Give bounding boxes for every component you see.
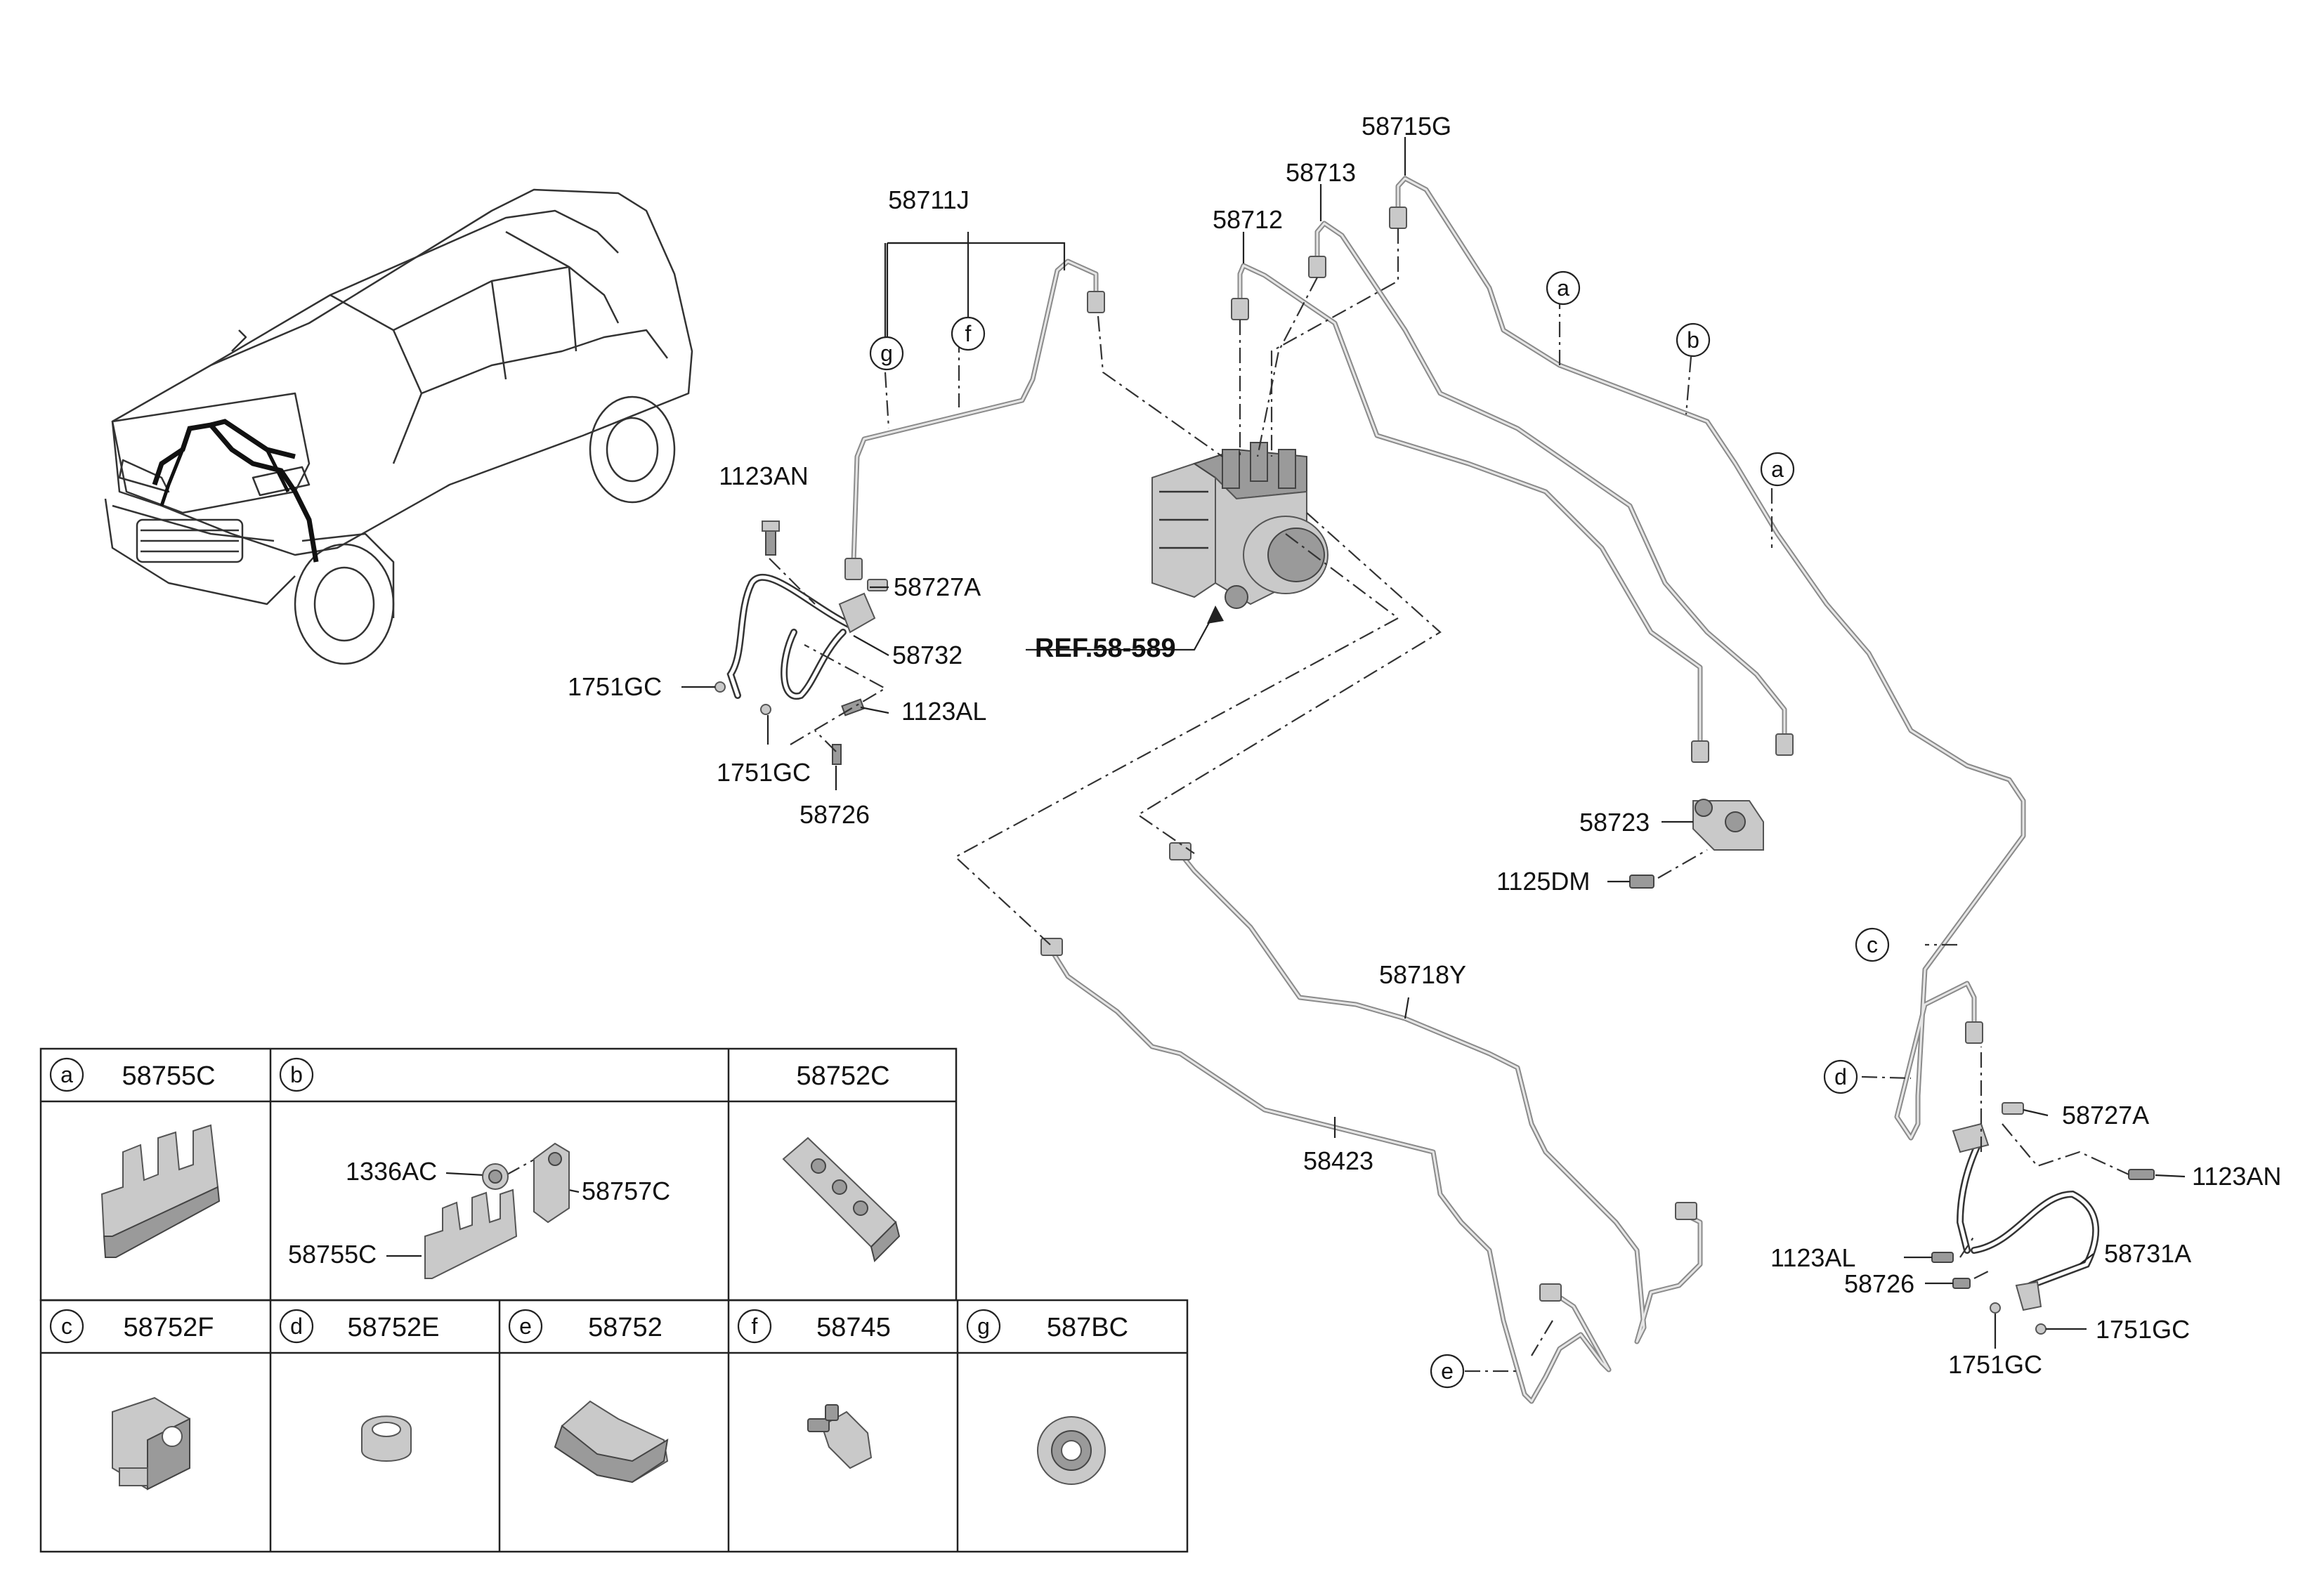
callout-g: g [869, 336, 904, 371]
clip-58755C-b-icon [424, 1189, 518, 1279]
label-58726-right: 58726 [1844, 1269, 1914, 1298]
label-1751GC-left-2: 1751GC [717, 758, 811, 787]
svg-text:c: c [1867, 932, 1878, 957]
svg-text:d: d [1834, 1064, 1847, 1089]
svg-text:a: a [60, 1062, 73, 1087]
label-58757C: 58757C [582, 1177, 670, 1205]
svg-text:f: f [752, 1314, 758, 1339]
callout-e: e [1430, 1354, 1465, 1389]
label-58713: 58713 [1286, 158, 1356, 187]
nut-1336AC-icon [482, 1163, 509, 1190]
table-cell-a: a 58755C [49, 1057, 216, 1092]
routing-lines [769, 228, 2129, 1373]
clip-58752E-icon [361, 1415, 412, 1462]
label-58711J: 58711J [888, 185, 969, 214]
svg-text:58752: 58752 [588, 1313, 662, 1342]
svg-text:58755C: 58755C [122, 1061, 215, 1091]
table-cell-e: e 58752 [508, 1309, 662, 1344]
parts-table: a 58755C b 58752C c 58752F d 58752E e 58… [39, 1047, 1189, 1553]
label-58727A-right: 58727A [2062, 1101, 2149, 1130]
svg-text:a: a [1771, 457, 1784, 482]
block-58723 [1629, 799, 1764, 889]
label-1751GC-left-1: 1751GC [568, 672, 662, 701]
svg-text:a: a [1557, 275, 1569, 301]
callouts: g f a b a c d e [869, 270, 1890, 1389]
clip-58752F-icon [112, 1396, 190, 1491]
label-58723: 58723 [1579, 808, 1650, 837]
label-58718Y: 58718Y [1379, 960, 1466, 989]
pipe-58713 [1314, 221, 1787, 740]
right-hose-assembly [1931, 1102, 2155, 1335]
label-58732: 58732 [892, 641, 962, 669]
label-58726-left: 58726 [799, 800, 870, 829]
label-58423: 58423 [1303, 1146, 1373, 1175]
brake-pipes [844, 176, 2026, 1404]
svg-text:d: d [290, 1314, 303, 1339]
callout-f: f [951, 316, 986, 351]
svg-text:58752C: 58752C [796, 1061, 889, 1091]
part-labels: 58711J 58712 58713 58715G 1123AN 58727A … [568, 112, 2281, 1379]
svg-text:b: b [290, 1062, 303, 1087]
clip-58752C-icon [782, 1137, 901, 1262]
label-1123AN-left: 1123AN [719, 461, 808, 490]
label-58715G: 58715G [1362, 112, 1451, 140]
leader-lines [681, 137, 2186, 1349]
label-1123AN-right: 1123AN [2192, 1162, 2281, 1191]
svg-text:b: b [1687, 327, 1699, 353]
ref-label: REF.58-589 [1035, 634, 1176, 663]
pipe-58715G [1395, 176, 2026, 1141]
clip-58745-icon [807, 1404, 873, 1469]
table-cell-f: f 58745 [737, 1309, 891, 1344]
callout-d: d [1823, 1059, 1858, 1094]
svg-text:58752F: 58752F [124, 1313, 214, 1342]
left-hose-assembly [714, 520, 888, 765]
label-58755C-b: 58755C [288, 1240, 377, 1269]
svg-text:g: g [977, 1314, 990, 1339]
callout-a-1: a [1546, 270, 1581, 306]
svg-text:c: c [61, 1314, 72, 1339]
svg-text:58752E: 58752E [347, 1313, 439, 1342]
abs-hydraulic-unit [1151, 442, 1329, 609]
callout-c: c [1855, 927, 1890, 962]
callout-a-2: a [1760, 452, 1795, 487]
callout-b: b [1676, 322, 1711, 358]
svg-text:58745: 58745 [816, 1313, 891, 1342]
label-1336AC: 1336AC [346, 1157, 437, 1186]
label-1751GC-right-2: 1751GC [1948, 1350, 2042, 1379]
bracket-58757C-icon [533, 1142, 570, 1224]
label-1123AL-right: 1123AL [1770, 1243, 1855, 1272]
svg-text:e: e [519, 1314, 532, 1339]
grommet-587BC-icon [1037, 1416, 1106, 1485]
vehicle-illustration [104, 188, 693, 665]
label-1751GC-right-1: 1751GC [2096, 1315, 2190, 1344]
svg-text:e: e [1441, 1358, 1454, 1384]
label-1125DM: 1125DM [1496, 867, 1590, 896]
svg-text:f: f [965, 321, 972, 346]
label-58727A-left: 58727A [894, 572, 981, 601]
table-cell-c: c 58752F [49, 1309, 214, 1344]
pipe-58718Y [1177, 851, 1703, 1344]
table-cell-b: b [279, 1057, 314, 1092]
label-58712: 58712 [1213, 205, 1283, 234]
clip-58752-icon [554, 1400, 669, 1484]
clip-58755C-icon [100, 1124, 221, 1258]
svg-text:g: g [880, 341, 893, 366]
label-58731A: 58731A [2104, 1239, 2191, 1268]
svg-text:587BC: 587BC [1047, 1313, 1128, 1342]
table-cell-58752C: 58752C [796, 1061, 889, 1091]
table-cell-g: g 587BC [966, 1309, 1128, 1344]
table-cell-d: d 58752E [279, 1309, 440, 1344]
label-1123AL-left: 1123AL [901, 697, 986, 726]
